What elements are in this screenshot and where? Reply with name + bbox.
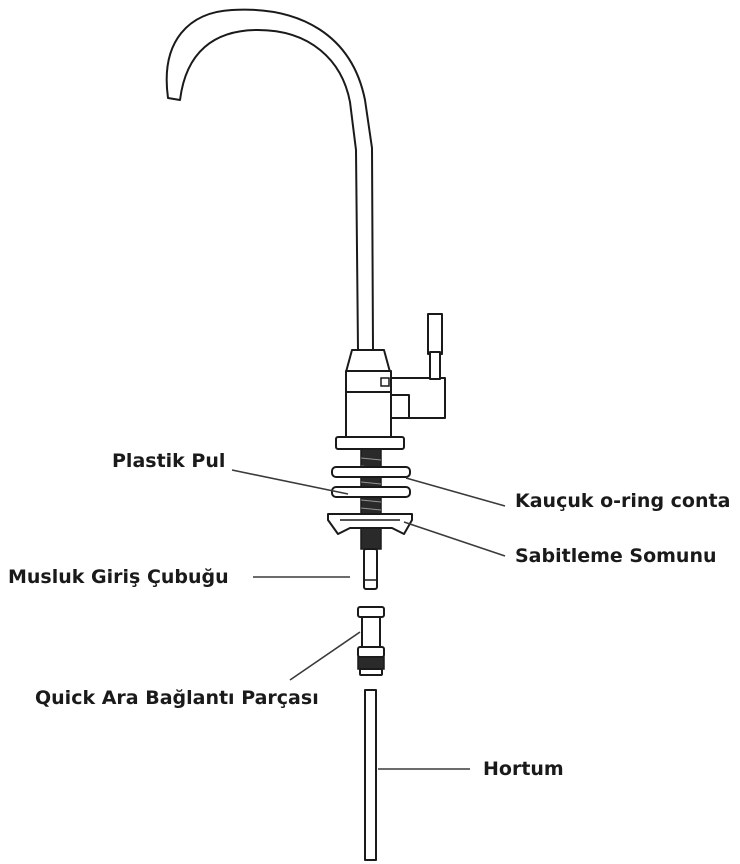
label-plastik-pul: Plastik Pul [112,450,226,472]
lever-handle [427,313,443,355]
body-port [380,377,390,387]
leader-sabitleme-somunu [403,521,506,557]
leader-kaucuk-oring [405,477,506,507]
label-kaucuk-oring: Kauçuk o-ring conta [515,490,731,512]
label-hortum: Hortum [483,758,564,780]
quick-connector [357,606,385,676]
threaded-shank [360,448,382,550]
rubber-oring-washer [331,486,411,498]
faucet-spout [165,8,374,351]
lever-neck [429,351,441,380]
fixing-nut [327,513,413,535]
label-sabitleme-somunu: Sabitleme Somunu [515,545,717,567]
base-flange [335,436,405,450]
inlet-rod [363,548,378,590]
hose [364,689,377,861]
label-quick-ara: Quick Ara Bağlantı Parçası [35,687,319,709]
leader-quick-ara [289,631,361,681]
plastic-washer [331,466,411,478]
faucet-body-collar [345,349,391,373]
leader-plastik-pul [231,469,349,495]
lever-housing-step [390,394,410,419]
label-musluk-giris: Musluk Giriş Çubuğu [8,566,229,588]
